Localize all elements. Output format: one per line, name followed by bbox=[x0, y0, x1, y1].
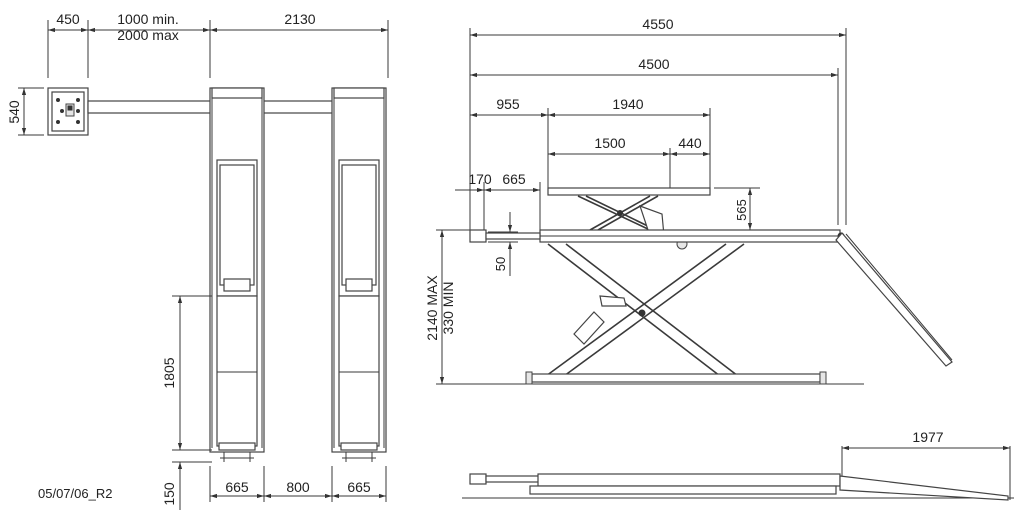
dim-front-stop: 170 bbox=[468, 171, 492, 187]
dim-extension: 440 bbox=[678, 135, 702, 151]
dim-upper-lift: 565 bbox=[734, 199, 749, 221]
dim-front-overhang: 955 bbox=[496, 96, 520, 112]
side-view-lowered: 1977 bbox=[462, 429, 1014, 501]
access-ramp bbox=[835, 232, 953, 367]
hydraulic-connection-bars bbox=[87, 100, 334, 114]
dim-height-max: 2140 MAX bbox=[424, 275, 440, 341]
dim-front-gap: 665 bbox=[502, 171, 526, 187]
dim-separation-max: 2000 max bbox=[117, 27, 178, 43]
dim-control-box-height: 540 bbox=[6, 100, 22, 124]
dim-total-length: 4500 bbox=[638, 56, 669, 72]
dim-height-min: 330 MIN bbox=[440, 282, 456, 335]
dim-stop-height: 50 bbox=[493, 257, 508, 271]
dim-ramp-length: 1977 bbox=[912, 429, 943, 445]
dim-front-offset: 150 bbox=[161, 482, 177, 506]
top-dimension-chain: 450 1000 min. 2000 max 2130 bbox=[47, 11, 389, 78]
platform-vertical-dimensions: 1805 150 bbox=[161, 295, 212, 510]
lowered-base bbox=[529, 485, 837, 495]
dim-upper-deck: 1500 bbox=[594, 135, 625, 151]
left-platform bbox=[209, 87, 265, 462]
dim-platform-right: 665 bbox=[347, 479, 371, 495]
platform-bottom-dimensions: 665 800 665 bbox=[209, 466, 387, 502]
dim-rear-section: 1805 bbox=[161, 357, 177, 388]
main-platform bbox=[469, 229, 845, 243]
dim-control-box-width: 450 bbox=[56, 11, 80, 27]
lowered-platform bbox=[537, 473, 841, 487]
side-view-raised: 4550 4500 955 1940 1500 440 170 665 565 bbox=[424, 16, 953, 385]
dim-total-length-with-ramp: 4550 bbox=[642, 16, 673, 32]
dim-platform-left: 665 bbox=[225, 479, 249, 495]
dim-upper-platform: 1940 bbox=[612, 96, 643, 112]
top-view: 450 1000 min. 2000 max 2130 540 bbox=[6, 11, 389, 510]
control-box: 540 bbox=[6, 87, 89, 136]
lowered-ramp bbox=[839, 475, 1009, 501]
dim-platform-gap: 800 bbox=[286, 479, 310, 495]
side-overall-dimensions: 4550 4500 955 1940 1500 440 170 665 565 bbox=[424, 16, 847, 385]
main-scissor-mechanism bbox=[545, 243, 745, 377]
dim-separation-min: 1000 min. bbox=[117, 11, 178, 27]
drawing-reference: 05/07/06_R2 bbox=[38, 486, 112, 501]
dim-overall-width: 2130 bbox=[284, 11, 315, 27]
scissor-base bbox=[525, 371, 864, 385]
lowered-front-stop bbox=[469, 473, 487, 485]
right-platform bbox=[331, 87, 387, 462]
